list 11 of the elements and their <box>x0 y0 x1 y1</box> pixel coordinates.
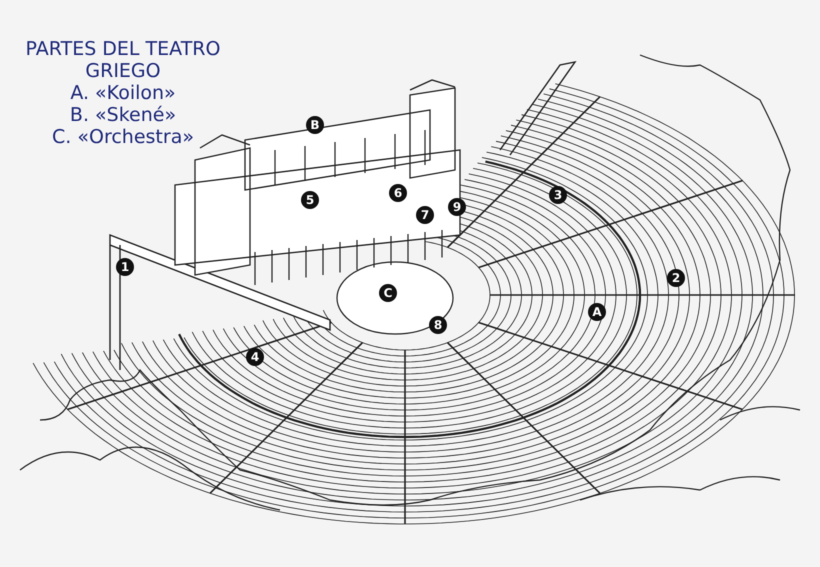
callout-number: B <box>306 116 324 134</box>
callout-number: 4 <box>246 348 264 366</box>
callout-number: 2 <box>667 269 685 287</box>
legend-entry: B. «Skené» <box>68 104 178 126</box>
callout-number: 8 <box>429 316 447 334</box>
title: PARTES DEL TEATRO GRIEGO <box>24 38 222 82</box>
callout-number: 1 <box>116 258 134 276</box>
callout-number: A <box>588 303 606 321</box>
legend-entry: C. «Orchestra» <box>51 126 195 148</box>
legend-entry: A. «Koilon» <box>69 82 177 104</box>
callout-number: 3 <box>549 186 567 204</box>
